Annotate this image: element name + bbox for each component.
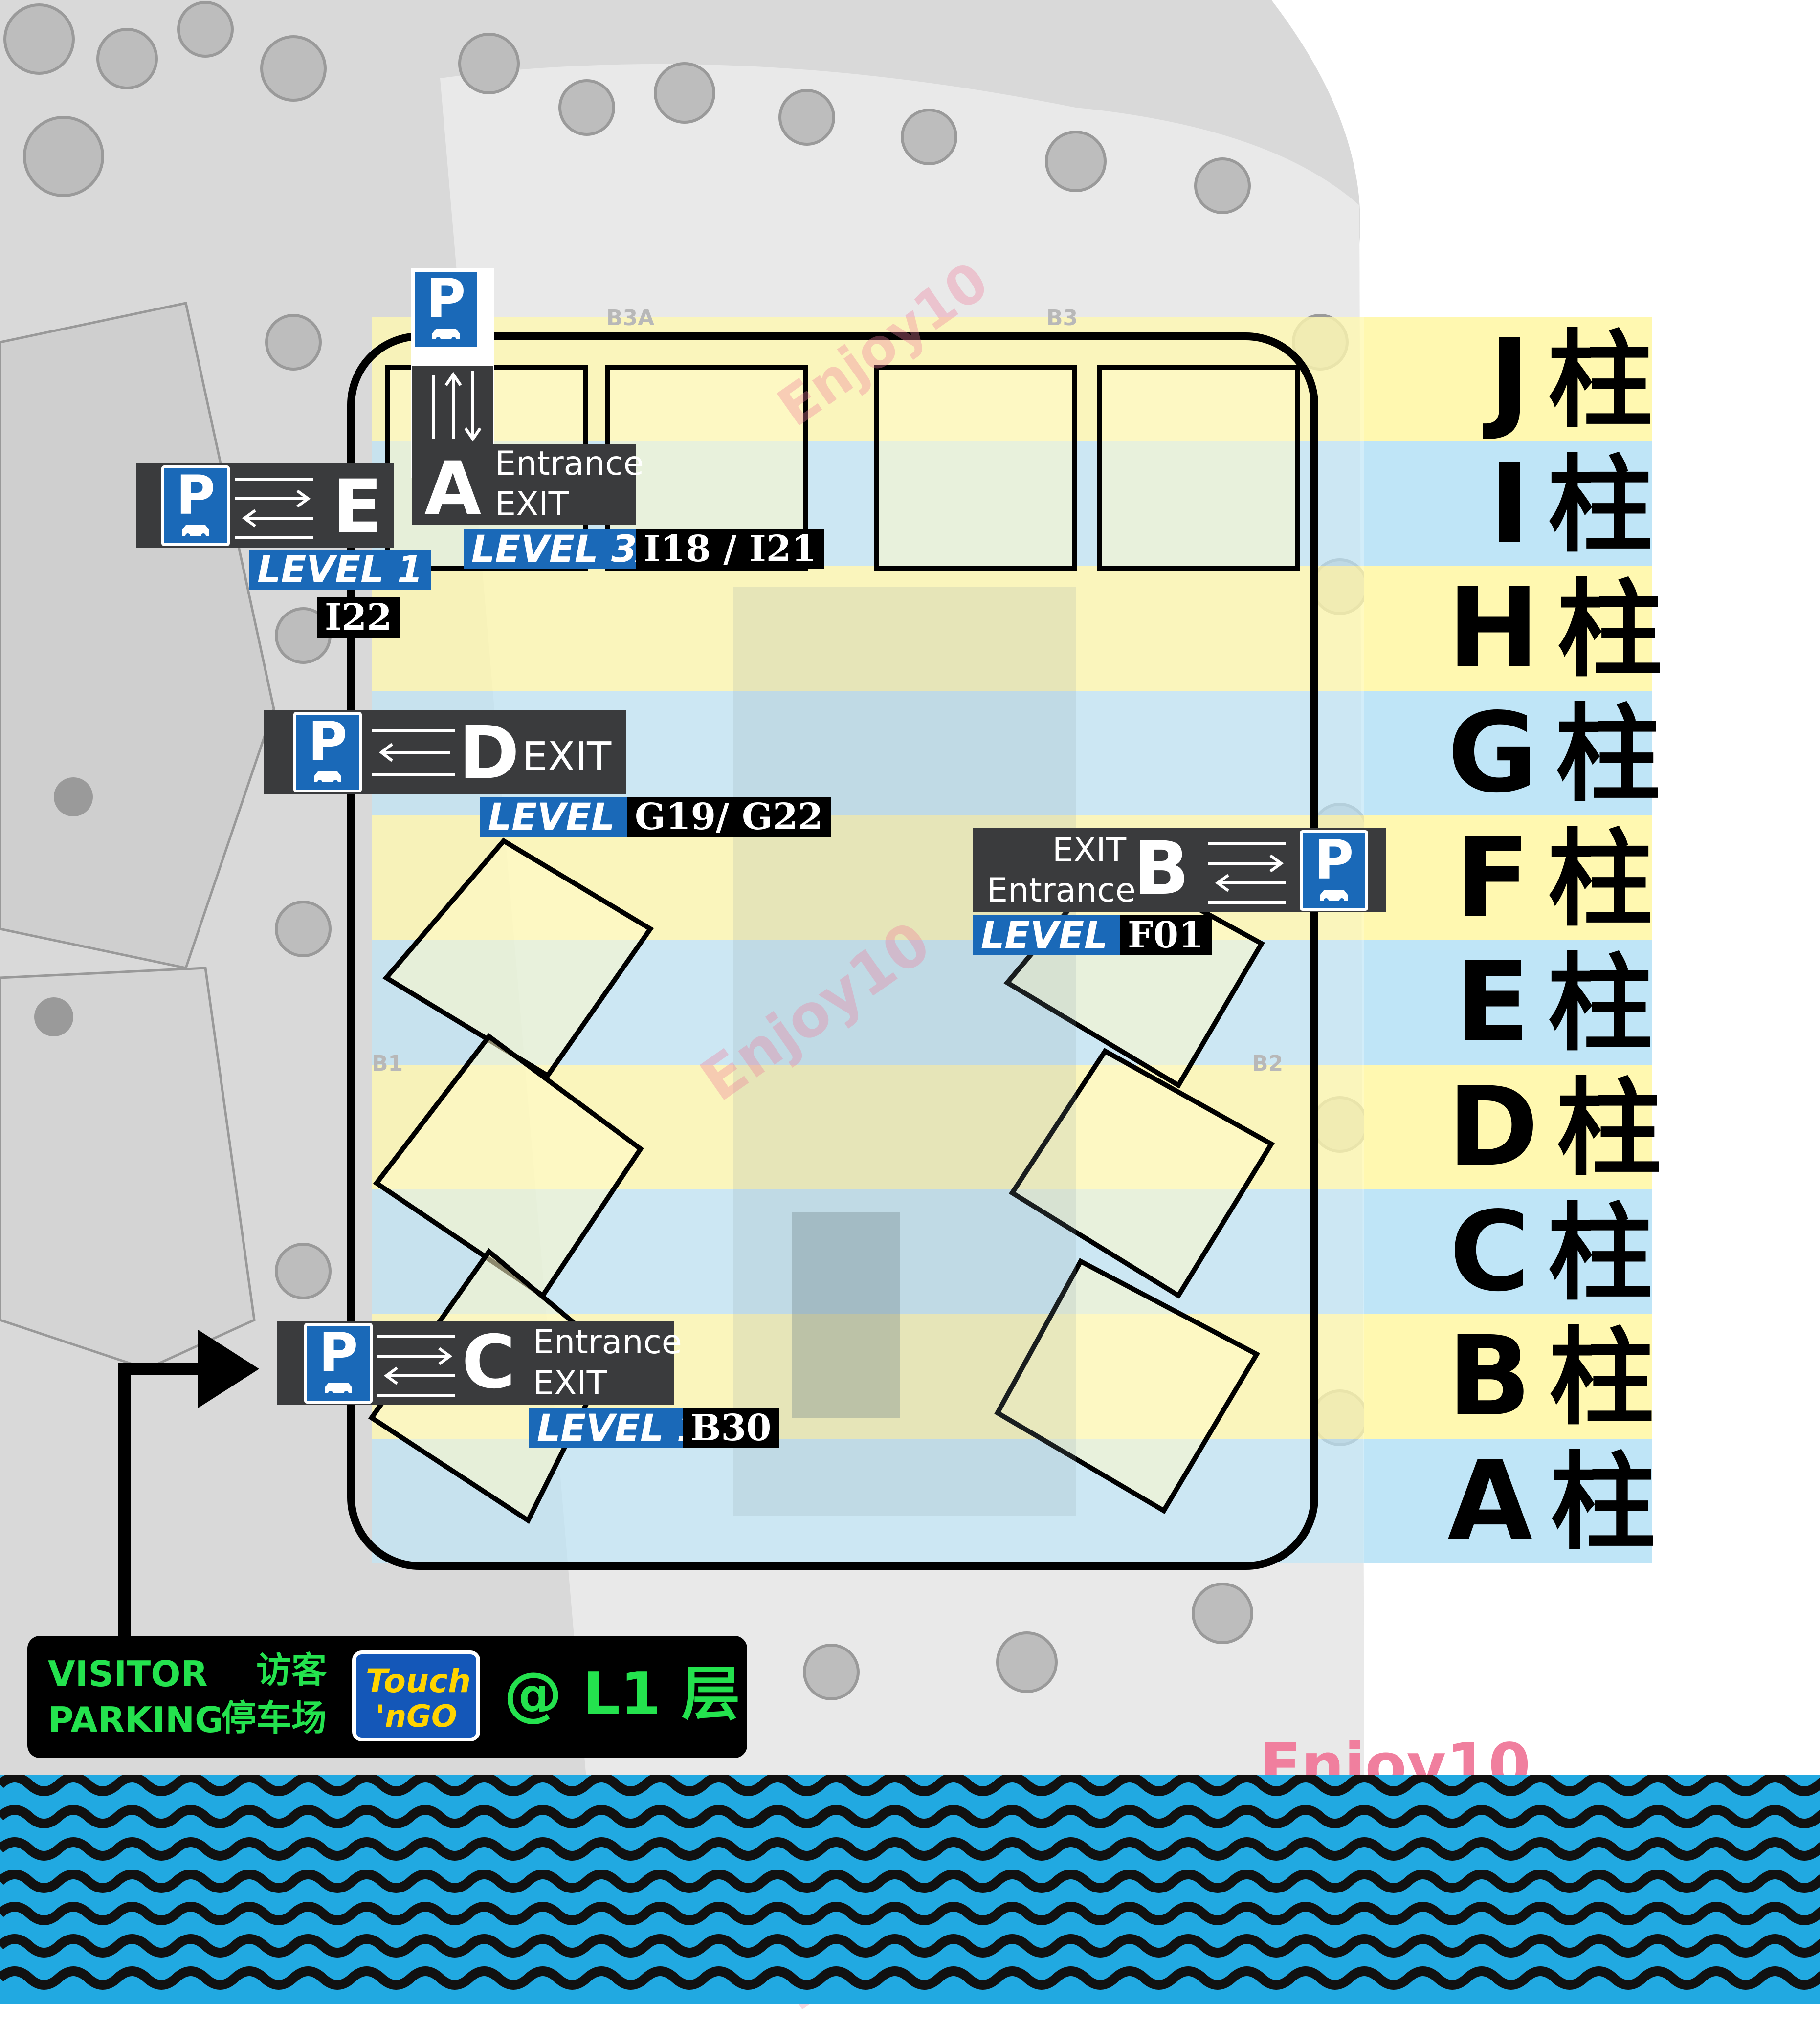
entrance-c-parking-icon: P <box>304 1323 373 1404</box>
entrance-a-line2: EXIT <box>495 485 569 524</box>
car-icon <box>432 329 460 341</box>
entrance-a-line1: Entrance <box>495 444 644 483</box>
wave-line <box>0 1775 1820 1796</box>
entrance-d-pillar: G19/ G22 <box>627 797 831 837</box>
entrance-e-letter: E <box>333 464 383 550</box>
band-letter: F <box>1455 814 1530 942</box>
band-zh: 柱 <box>1548 943 1653 1065</box>
entrance-c-pillar: B30 <box>683 1408 779 1448</box>
entrance-a-letter: A <box>424 446 482 531</box>
band-letter: D <box>1447 1063 1539 1191</box>
wave-line <box>0 1870 1820 1893</box>
column-band-solid <box>1364 1439 1652 1563</box>
band-zh: 柱 <box>1548 319 1653 442</box>
entrance-b-letter: B <box>1133 826 1190 911</box>
wave-line <box>0 1837 1820 1861</box>
entrance-c-line1: Entrance <box>533 1323 682 1362</box>
band-letter: H <box>1447 565 1540 693</box>
entrance-a-parking-icon: P <box>412 269 480 350</box>
entrance-d-letter: D <box>459 711 520 796</box>
band-zh: 柱 <box>1549 1317 1654 1439</box>
entrance-e-pillar: I22 <box>317 597 400 638</box>
left-arrow-icon <box>372 729 455 776</box>
column-band-solid <box>1364 691 1652 815</box>
car-icon <box>182 525 209 538</box>
wave-line <box>0 1934 1820 1958</box>
band-zh: 柱 <box>1550 1441 1656 1564</box>
band-zh: 柱 <box>1555 693 1661 816</box>
band-zh: 柱 <box>1548 818 1653 941</box>
band-letter: B <box>1447 1313 1531 1441</box>
visitor-zh-line1: 访客 <box>256 1650 327 1691</box>
up-down-arrows-icon <box>432 371 482 442</box>
column-band-solid <box>1364 940 1652 1065</box>
touch-n-go-logo: Touch 'nGO <box>352 1650 480 1741</box>
svg-text:B3: B3 <box>1046 306 1078 330</box>
svg-text:B2: B2 <box>1252 1051 1283 1076</box>
band-letter: E <box>1455 939 1530 1067</box>
entrance-a-level: LEVEL 3A <box>464 529 674 569</box>
entrance-d-parking-icon: P <box>293 712 362 792</box>
entrance-b-line1: EXIT <box>1052 831 1127 870</box>
column-band-solid <box>1364 441 1652 566</box>
band-letter: G <box>1447 689 1538 817</box>
svg-text:B3A: B3A <box>606 306 654 330</box>
column-band-solid <box>1364 815 1652 940</box>
entrance-a-pillar: I18 / I21 <box>636 529 824 569</box>
entrance-d-line1: EXIT <box>522 734 612 780</box>
entrance-c-line2: EXIT <box>533 1364 607 1403</box>
band-zh: 柱 <box>1556 1067 1662 1190</box>
visitor-zh-line2: 停车场 <box>221 1697 327 1738</box>
two-way-arrows-icon <box>377 1335 455 1397</box>
entrance-a-arrows <box>412 366 493 444</box>
column-band-solid <box>1364 1065 1652 1189</box>
entrance-e-parking-icon: P <box>161 465 230 546</box>
band-letter: C <box>1449 1188 1530 1316</box>
column-band-solid <box>1364 566 1652 691</box>
wave-line <box>0 1966 1820 1990</box>
band-letter: A <box>1447 1437 1533 1565</box>
entrance-e-level: LEVEL 1 <box>249 550 431 590</box>
visitor-en-line1: VISITOR <box>48 1653 208 1694</box>
visitor-floor: @ L1 层 <box>504 1660 740 1728</box>
entrance-a-panel <box>412 444 636 525</box>
car-icon <box>325 1383 352 1395</box>
column-band-solid <box>1364 1314 1652 1439</box>
entrance-c-level: LEVEL 1 <box>529 1408 710 1448</box>
column-band-solid <box>1364 1189 1652 1314</box>
visitor-en-line2: PARKING <box>48 1699 224 1740</box>
band-zh: 柱 <box>1548 444 1653 567</box>
wave-line <box>0 1805 1820 1828</box>
band-letter: J <box>1489 315 1530 443</box>
entrance-b-parking-icon: P <box>1300 830 1368 911</box>
band-letter: I <box>1489 440 1530 568</box>
car-icon <box>1320 890 1348 902</box>
band-zh: 柱 <box>1548 1192 1653 1315</box>
two-way-arrows-icon <box>1208 842 1286 904</box>
car-icon <box>314 771 341 784</box>
svg-text:B1: B1 <box>372 1051 403 1076</box>
column-band-solid <box>1364 317 1652 441</box>
band-zh: 柱 <box>1557 569 1663 691</box>
entrance-b-pillar: F01 <box>1120 915 1212 955</box>
wave-line <box>0 1902 1820 1925</box>
entrance-c-letter: C <box>462 1320 516 1405</box>
wave-pattern <box>0 1775 1820 2004</box>
two-way-arrows-icon <box>235 478 313 539</box>
entrance-b-line2: Entrance <box>987 871 1136 910</box>
